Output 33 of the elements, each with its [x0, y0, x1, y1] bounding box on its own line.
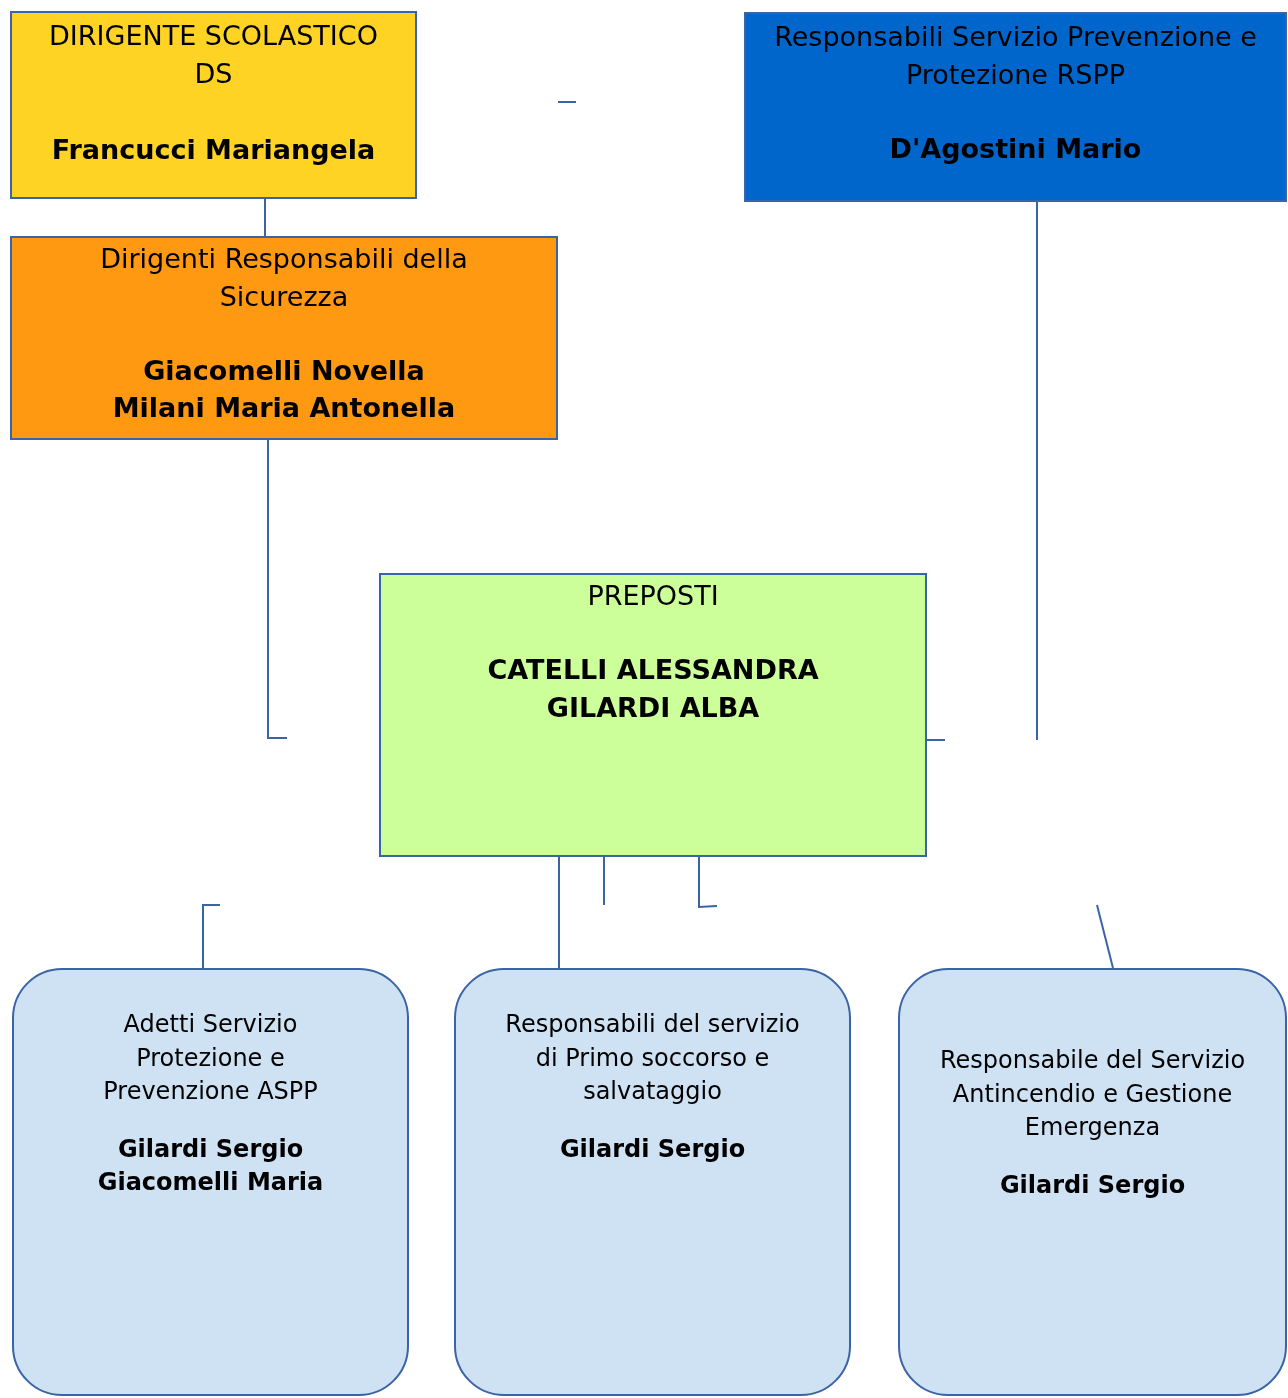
person-name: Francucci Mariangela: [51, 132, 376, 167]
connector-line: [603, 856, 605, 906]
person-name: CATELLI ALESSANDRA: [487, 652, 819, 687]
connector-line: [264, 198, 266, 237]
connector-line: [698, 856, 718, 909]
role-box: [10, 236, 558, 440]
connector-line: [926, 739, 946, 741]
rounded-role-box: [898, 968, 1287, 1396]
person-name: Gilardi Sergio: [117, 1133, 304, 1165]
person-name: Gilardi Sergio: [999, 1169, 1186, 1201]
connector-line: [1036, 201, 1038, 741]
connector-line: [202, 904, 221, 969]
connector-line: [267, 439, 288, 739]
person-name: D'Agostini Mario: [889, 131, 1142, 166]
role-box: [744, 12, 1287, 202]
role-title: Responsabile del Servizio Antincendio e Gestione Emergenza: [938, 1045, 1247, 1144]
person-name: Giacomelli Maria: [97, 1167, 324, 1199]
connector-line: [558, 856, 560, 969]
role-title: Responsabili Servizio Prevenzione e Protezione RSPP: [773, 20, 1258, 92]
role-title: Dirigenti Responsabili della Sicurezza: [99, 242, 469, 314]
rounded-role-box: [12, 968, 409, 1396]
role-title: Adetti Servizio Protezione e Prevenzione ASPP: [102, 1009, 319, 1108]
person-name: Giacomelli Novella: [143, 353, 425, 388]
role-title: DIRIGENTE SCOLASTICO DS: [48, 19, 379, 91]
person-name: Milani Maria Antonella: [112, 391, 456, 426]
role-title: PREPOSTI: [587, 579, 719, 613]
person-name: GILARDI ALBA: [546, 690, 760, 725]
person-name: Gilardi Sergio: [559, 1133, 746, 1165]
role-box: [10, 11, 417, 199]
role-box: [379, 573, 927, 857]
role-title: Responsabili del servizio di Primo soccorso e salvataggio: [504, 1009, 801, 1108]
connector-line: [1096, 904, 1114, 969]
rounded-role-box: [454, 968, 851, 1396]
